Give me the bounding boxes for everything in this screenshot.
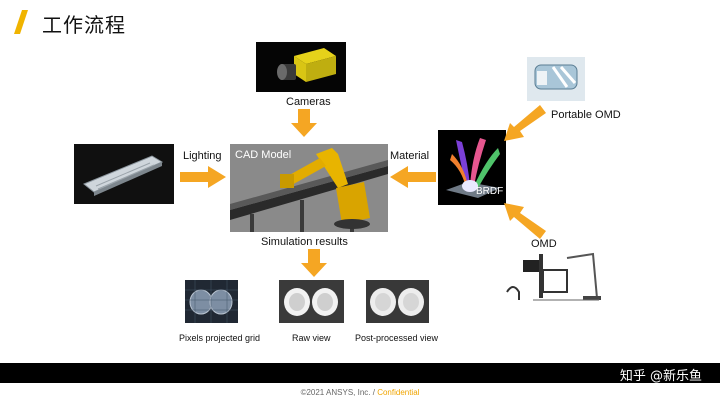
portable-omd-image <box>527 57 585 101</box>
brdf-image: BRDF <box>438 130 506 205</box>
copyright-line: ©2021 ANSYS, Inc. / Confidential <box>0 388 720 397</box>
material-label: Material <box>390 150 430 162</box>
arrow-icon <box>180 166 226 188</box>
copyright-text: ©2021 ANSYS, Inc. / <box>300 388 375 397</box>
arrow-icon <box>504 203 546 239</box>
post-processed-view-image <box>366 280 429 323</box>
simulation-results-label: Simulation results <box>261 236 348 248</box>
arrow-icon <box>301 249 327 277</box>
footer-bar <box>0 363 720 383</box>
raw-view-label: Raw view <box>292 333 331 343</box>
pixels-projected-grid-label: Pixels projected grid <box>179 333 261 343</box>
pixels-projected-grid-image <box>185 280 238 323</box>
omd-label: OMD <box>531 238 557 250</box>
omd-image <box>503 252 606 304</box>
lighting-image <box>74 144 174 204</box>
arrow-icon <box>390 166 436 188</box>
cameras-image <box>256 42 346 92</box>
arrow-icon <box>504 105 546 141</box>
confidential-text: Confidential <box>377 388 420 397</box>
portable-omd-label: Portable OMD <box>551 109 621 121</box>
brdf-label: BRDF <box>476 186 504 197</box>
cad-model-image <box>230 144 388 232</box>
cameras-label: Cameras <box>286 96 331 108</box>
page-title: 工作流程 <box>42 13 126 37</box>
slash-accent-icon <box>14 10 28 34</box>
watermark: 知乎 @新乐鱼 <box>619 369 702 384</box>
post-processed-view-label: Post-processed view <box>355 333 439 343</box>
cad-model-label: CAD Model <box>235 149 292 161</box>
arrow-icon <box>291 109 317 137</box>
raw-view-image <box>279 280 344 323</box>
lighting-label: Lighting <box>183 150 222 162</box>
